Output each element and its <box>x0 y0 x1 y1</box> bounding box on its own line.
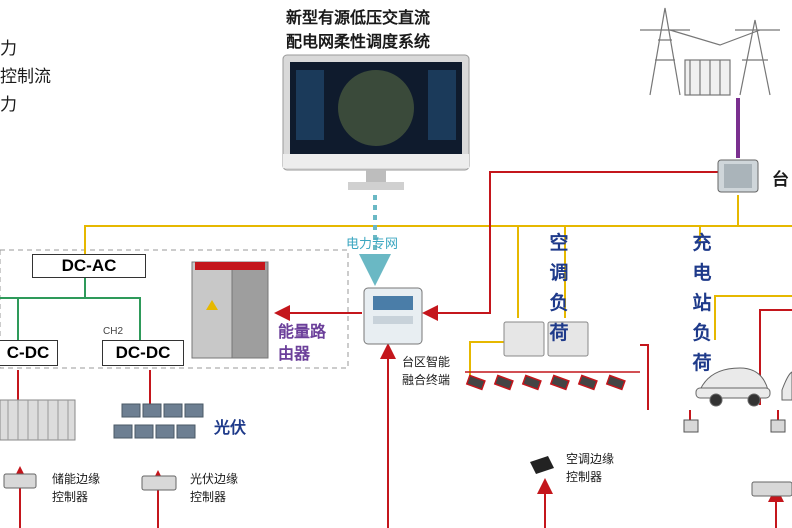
breaker-row <box>465 371 640 391</box>
transformer-label: 台 <box>772 170 789 190</box>
system-dashed-boundary <box>0 249 349 369</box>
left-fragment-2: 控制流 <box>0 67 51 87</box>
energy-router-icon <box>191 261 269 359</box>
ac-controller-icon <box>530 456 554 474</box>
ac-edge-label: 空调边缘 控制器 <box>566 452 615 484</box>
network-label: 电力专网 <box>346 237 399 252</box>
ac-unit-icon <box>503 321 589 357</box>
dc-ac-converter: DC-AC <box>32 254 146 278</box>
monitor-icon <box>282 54 470 190</box>
pv-label: 光伏 <box>214 418 247 437</box>
storage-edge-label: 储能边缘 控制器 <box>52 472 101 504</box>
storage-rack-icon <box>0 399 76 441</box>
dc-dc-converter-left: C-DC <box>0 340 58 366</box>
transformer-icon <box>717 159 759 193</box>
edge-controller-icon <box>3 473 792 497</box>
ac-bus-lines <box>84 195 792 380</box>
transmission-tower-icon <box>640 7 780 96</box>
energy-router-label: 能量路 由器 <box>278 322 327 363</box>
dc-dc-converter-right: DC-DC <box>102 340 184 366</box>
system-title-line1: 新型有源低压交直流 <box>286 8 431 27</box>
pv-panel-icon <box>113 403 204 439</box>
terminal-label: 台区智能 融合终端 <box>402 355 451 387</box>
dc-bus-lines <box>0 276 141 340</box>
left-fragment-3: 力 <box>0 95 17 115</box>
ch2-label: CH2 <box>103 326 124 337</box>
ev-car-icon <box>695 367 792 407</box>
pv-edge-label: 光伏边缘 控制器 <box>190 472 239 504</box>
smart-meter-icon <box>363 287 423 345</box>
left-fragment-1: 力 <box>0 39 17 59</box>
charger-icon <box>683 419 786 433</box>
system-title-line2: 配电网柔性调度系统 <box>286 32 431 51</box>
charging-load-label: 充电站负荷 <box>692 232 712 374</box>
ac-load-label: 空调负荷 <box>549 232 569 344</box>
